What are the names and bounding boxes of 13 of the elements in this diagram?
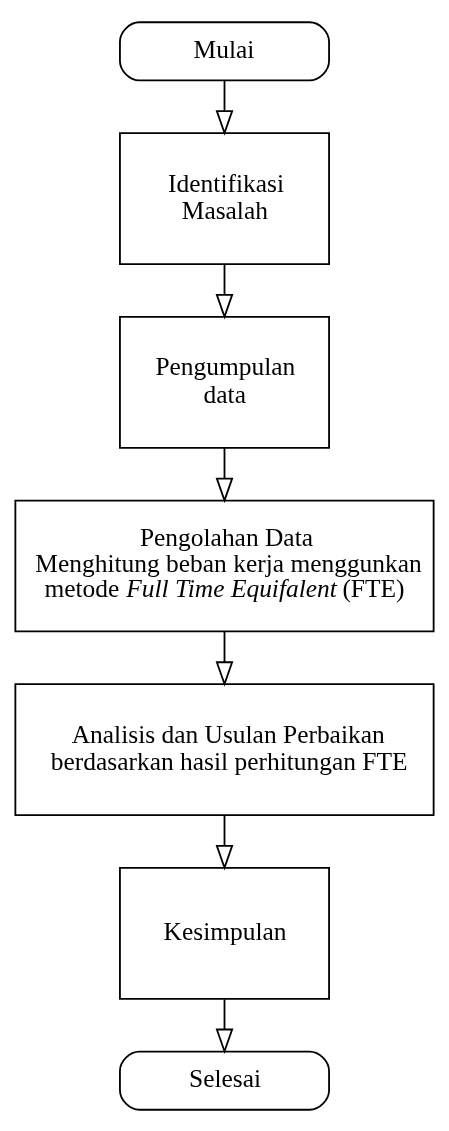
arrow [215, 998, 234, 1054]
node-box: Identifikasi Masalah [119, 131, 330, 265]
arrow [215, 446, 234, 503]
node-box: Pengolahan Data Menghitung beban kerja menggunkan metode Full Time Equifalent (FTE) [14, 499, 435, 632]
node-box: Kesimpulan [119, 866, 330, 1000]
arrow [215, 263, 234, 319]
arrow [215, 630, 234, 687]
arrow [215, 814, 234, 870]
node-box: Pengumpulan data [119, 315, 330, 449]
node-box: Analisis dan Usulan Perbaikan berdasarkan hasil perhitungan FTE [14, 682, 435, 816]
node-box: Selesai [119, 1050, 330, 1111]
node-box: Mulai [119, 20, 330, 81]
arrow [215, 79, 234, 136]
